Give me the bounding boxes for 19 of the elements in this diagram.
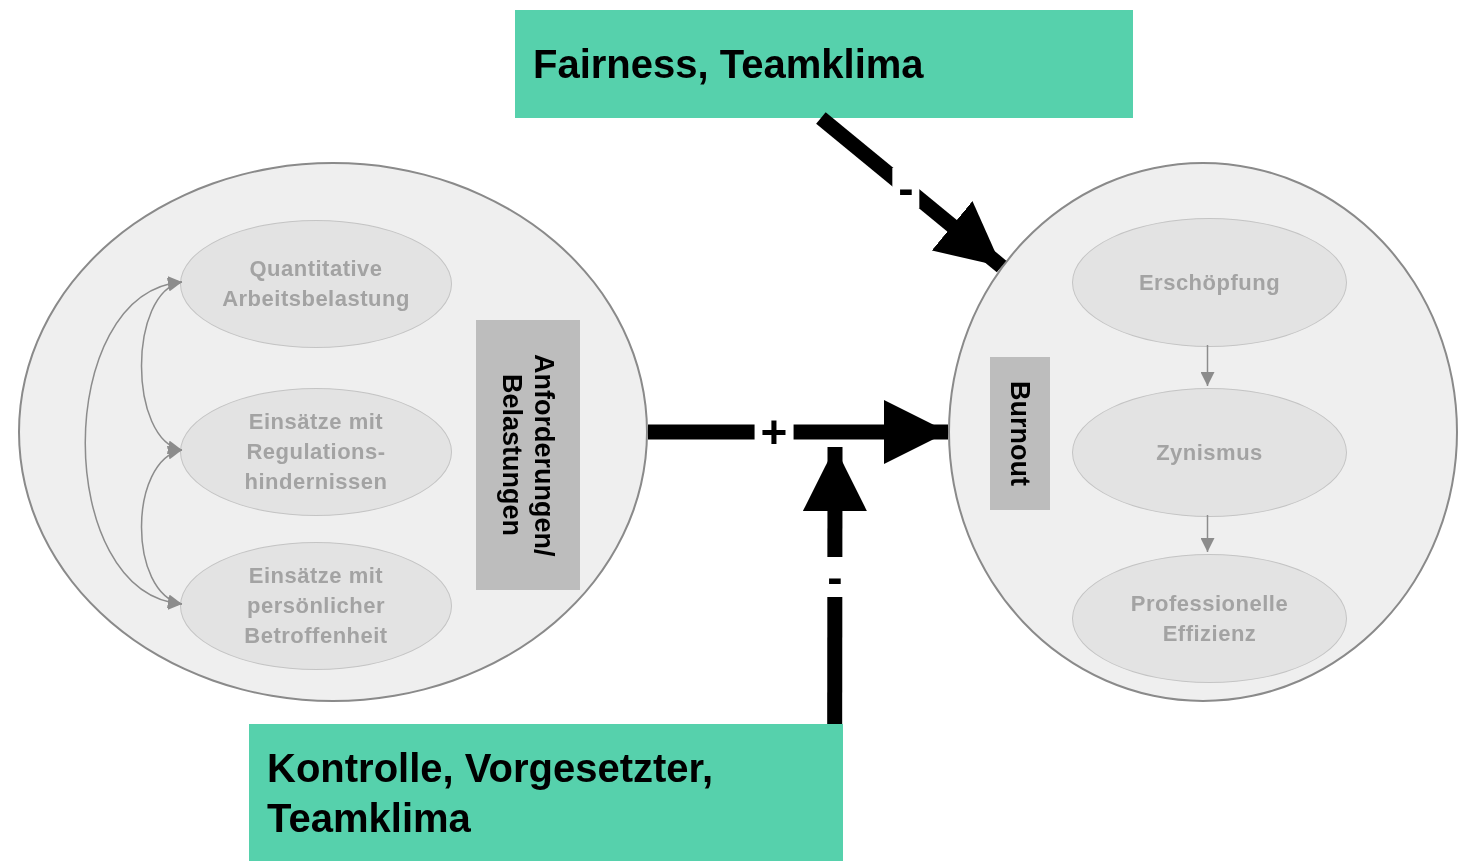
arrow <box>648 400 948 464</box>
factor-ellipse: Quantitative Arbeitsbelastung <box>180 220 452 348</box>
arrow <box>802 447 867 725</box>
moderator-box: Fairness, Teamklima <box>515 10 1133 118</box>
connector-arrow <box>140 448 183 606</box>
connector-arrow <box>1200 344 1215 387</box>
factor-ellipse: Einsätze mit persönlicher Betroffenheit <box>180 542 452 670</box>
arrow <box>816 112 1007 273</box>
connector-arrow <box>1200 514 1215 553</box>
category-band: Anforderungen/ Belastungen <box>476 320 580 590</box>
factor-ellipse: Zynismus <box>1072 388 1347 517</box>
factor-ellipse: Professionelle Effizienz <box>1072 554 1347 683</box>
factor-ellipse: Erschöpfung <box>1072 218 1347 347</box>
connector-arrow <box>140 281 183 451</box>
moderator-box: Kontrolle, Vorgesetzter, Teamklima <box>249 724 843 861</box>
edge-label: - <box>892 167 920 208</box>
connector-arrow <box>84 279 183 607</box>
category-band: Burnout <box>990 357 1050 510</box>
factor-ellipse: Einsätze mit Regulations-hindernissen <box>180 388 452 516</box>
